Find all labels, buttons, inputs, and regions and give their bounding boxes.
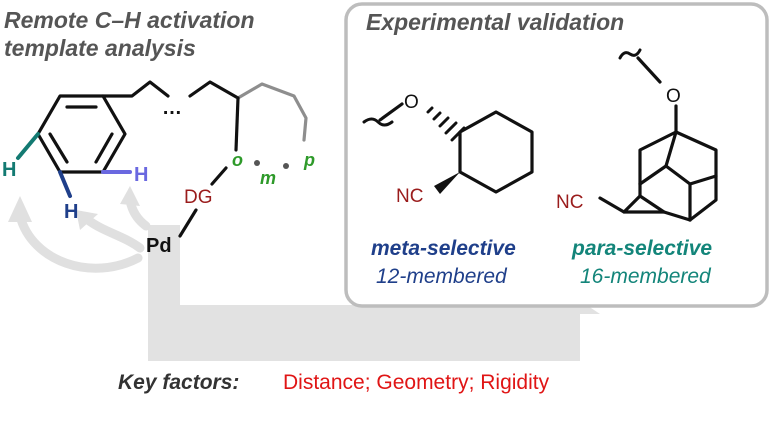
connecting-arrow xyxy=(148,225,600,361)
pd-label: Pd xyxy=(146,235,172,257)
validation-panel-frame xyxy=(344,2,769,308)
h-meta-label: H xyxy=(134,164,148,186)
pos-para-label: p xyxy=(303,150,315,170)
left-title-line2: template analysis xyxy=(4,35,196,61)
ch-bond-para xyxy=(58,170,72,198)
ch-bond-ortho xyxy=(16,132,40,160)
h-ortho-label: H xyxy=(2,159,16,181)
meta-nitrile: NC xyxy=(396,186,423,207)
left-title-line1: Remote C–H activation xyxy=(4,7,255,33)
arene-template-structure: … xyxy=(16,80,308,238)
key-factors-label: Key factors: xyxy=(118,371,239,394)
pos-meta-label: m xyxy=(260,168,276,188)
key-factors-values: Distance; Geometry; Rigidity xyxy=(283,371,550,394)
meta-selectivity-label: meta-selective xyxy=(371,237,516,260)
activation-arrows xyxy=(8,186,151,273)
pos-dot-2 xyxy=(283,163,289,169)
para-ring-size: 16-membered xyxy=(580,265,712,288)
meta-oxygen: O xyxy=(404,92,419,113)
para-selectivity-label: para-selective xyxy=(571,237,712,260)
meta-example-structure: O NC xyxy=(362,92,534,207)
para-example-structure: O NC xyxy=(556,48,718,222)
meta-ring-size: 12-membered xyxy=(376,265,508,288)
pos-ortho-label: o xyxy=(232,150,243,170)
h-para-label: H xyxy=(64,201,78,223)
dg-label: DG xyxy=(184,187,213,208)
pos-dot-1 xyxy=(254,160,260,166)
para-nitrile: NC xyxy=(556,192,583,213)
para-oxygen: O xyxy=(666,86,681,107)
chain-ellipsis: … xyxy=(162,97,182,119)
right-title: Experimental validation xyxy=(366,9,624,35)
